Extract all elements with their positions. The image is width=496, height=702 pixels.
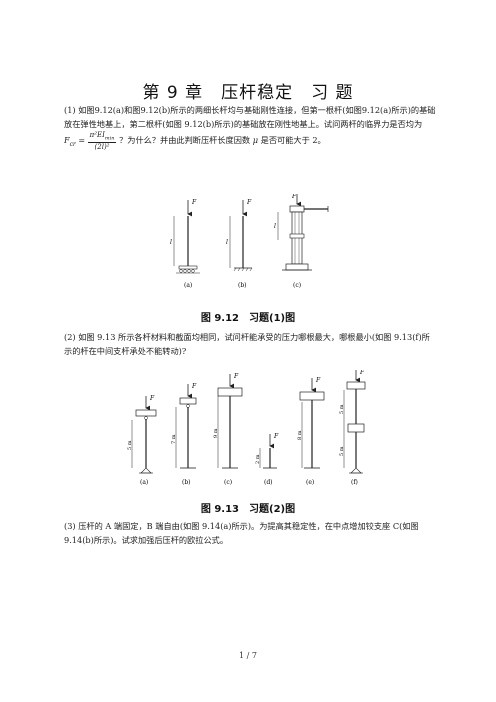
problem-1-text-c: 是否可能大于 2。	[260, 135, 326, 146]
fig913-c-label: (c)	[224, 479, 232, 486]
problem-2-text: (2) 如图 9.13 所示各杆材料和截面均相同，试问杆能承受的压力哪根最大，哪…	[64, 332, 430, 356]
fig912-a-length-label: l	[170, 239, 172, 246]
fig913-d-length: 2 m	[255, 454, 261, 464]
fig913-e-load-label: F	[315, 377, 321, 384]
fig912-c-label: (c)	[293, 282, 301, 289]
fig913-c: F 9 m (c)	[213, 373, 243, 486]
formula-lhs: F	[64, 136, 70, 146]
fig912-b: F l (b)	[226, 199, 253, 289]
critical-force-formula: Fcr = π²EImin (2l)²	[64, 131, 117, 152]
page-number: 1 / 7	[239, 651, 257, 660]
fig913-a: F 5 m (a)	[127, 395, 157, 486]
mu-symbol: μ	[252, 135, 259, 146]
fig912-c: F l (c)	[274, 194, 329, 289]
figure-9-12-caption: 图 9.12 习题(1)图	[200, 313, 296, 324]
fig913-b-label: (b)	[182, 479, 191, 486]
fig912-a: F l (a)	[170, 199, 200, 289]
figure-9-12: F l (a) F l (b)	[170, 194, 329, 289]
fig913-f-length-bottom: 5 m	[339, 446, 345, 456]
fig913-e-label: (e)	[306, 479, 314, 486]
fig912-c-length-label: l	[274, 223, 276, 230]
formula-denominator: (2l)²	[94, 143, 110, 152]
fig913-c-load-label: F	[233, 373, 239, 380]
fig913-a-length: 5 m	[127, 440, 133, 450]
fig913-d: F 2 m (d)	[255, 433, 279, 486]
problem-3-text: (3) 压杆的 A 端固定，B 端自由(如图 9.14(a)所示)。为提高其稳定…	[64, 521, 419, 545]
fig913-b-load-label: F	[191, 383, 197, 390]
figure-9-13-caption: 图 9.13 习题(2)图	[200, 504, 296, 515]
fig913-f-label: (f)	[351, 479, 358, 486]
fig913-d-load-label: F	[273, 433, 279, 440]
figure-9-13: F 5 m (a) F 7 m (b) F	[127, 370, 366, 486]
fig913-b: F 7 m (b)	[171, 383, 197, 486]
fig912-c-load-label: F	[291, 194, 297, 200]
fig913-b-length: 7 m	[171, 434, 177, 444]
formula-num-text: π²EI	[89, 131, 105, 139]
problem-1-text-a: (1) 如图9.12(a)和图9.12(b)所示的两细长杆均与基础刚性连接，但第…	[64, 105, 436, 129]
fig912-b-label: (b)	[238, 282, 247, 289]
formula-num-sub: min	[104, 135, 115, 142]
fig913-f: F 5 m 5 m (f)	[339, 370, 366, 486]
fig912-a-label: (a)	[184, 282, 192, 289]
fig913-a-load-label: F	[149, 395, 155, 402]
fig912-b-load-label: F	[246, 199, 252, 206]
formula-sub: cr	[69, 140, 76, 148]
fig913-c-length: 9 m	[213, 428, 219, 438]
fig913-f-load-label: F	[359, 370, 365, 376]
formula-fraction: π²EImin (2l)²	[87, 131, 117, 152]
fig912-a-load-label: F	[191, 199, 197, 206]
problem-1-text-b: ？为什么？并由此判断压杆长度因数	[119, 135, 251, 146]
formula-numerator: π²EImin	[87, 131, 117, 144]
fig913-d-label: (d)	[264, 479, 273, 486]
fig913-e: F 8 m (e)	[297, 377, 325, 486]
fig913-a-label: (a)	[140, 479, 148, 486]
fig913-f-length-top: 5 m	[339, 404, 345, 414]
chapter-title: 第 9 章 压杆稳定 习 题	[142, 83, 354, 103]
fig912-b-length-label: l	[226, 239, 228, 246]
fig913-e-length: 8 m	[297, 430, 303, 440]
problem-1-text: (1) 如图9.12(a)和图9.12(b)所示的两细长杆均与基础刚性连接，但第…	[64, 104, 436, 151]
